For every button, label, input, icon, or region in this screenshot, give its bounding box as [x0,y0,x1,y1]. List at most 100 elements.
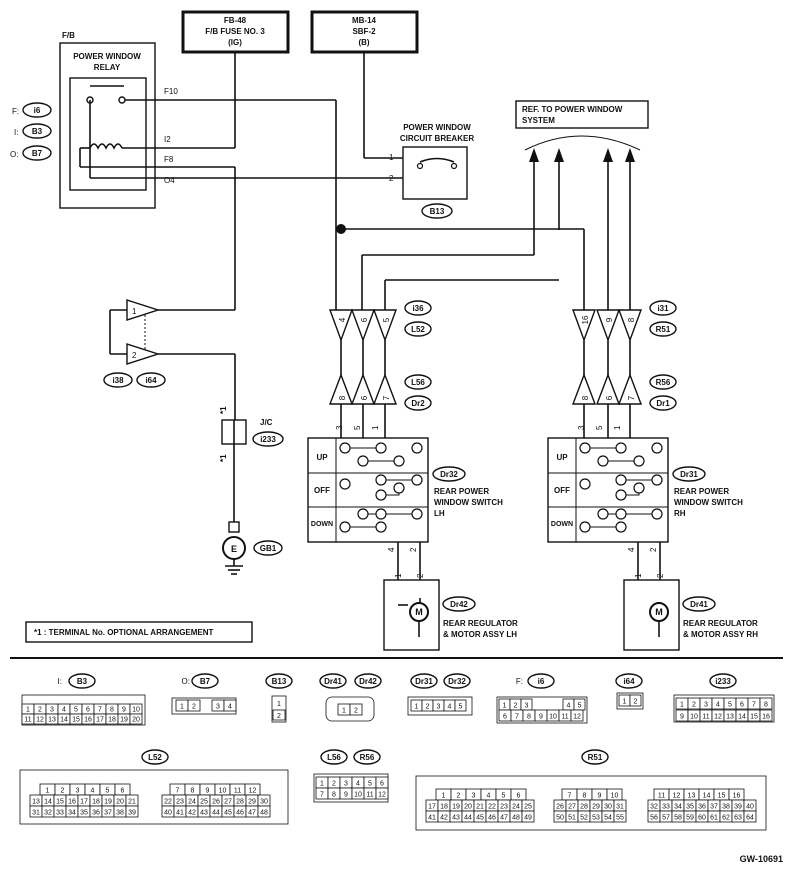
cv-r51-b3-cell [613,810,627,823]
cv-r51-c2-pin-label: 32 [650,804,658,811]
cv-i6-row2-pin-label: 10 [549,714,557,721]
lh-switch-bottom-pin-1: 4 [387,547,396,552]
cv-r51-c3-pin-label: 57 [662,815,670,822]
rh-motor-title-line1: REAR REGULATOR [683,619,758,628]
cv-r51-b3-pin-label: 54 [604,815,612,822]
cv-l56-row2-pin-label: 8 [332,792,336,799]
joint-code-i38: i38 [112,376,124,385]
cv-dr32-code: Dr32 [448,677,466,686]
cv-l52-b2-pin-label: 28 [236,799,244,806]
cv-r51-a2-pin-label: 19 [452,804,460,811]
cv-l56-row2-pin-label: 12 [378,792,386,799]
cv-l56-row1-pin-label: 4 [356,781,360,788]
rh-window-switch: UP OFF DOWN Dr31 REAR POWER WINDOW SWITC… [547,437,743,543]
cv-b13-pin-1: 1 [277,701,281,708]
rh-upper-pin-1: 16 [581,315,590,324]
lh-switch-row-up: UP [316,453,328,462]
rh-switch-row-up: UP [556,453,568,462]
lh-motor-assy: 1 2 M Dr42 REAR REGULATOR & MOTOR ASSY L… [383,573,518,651]
cv-l52-b1-pin-label: 12 [249,788,257,795]
cv-i6-prefix: F: [516,677,523,686]
cv-r51-c1-pin-label: 13 [688,793,696,800]
cv-l56-row1-pin-label: 5 [368,781,372,788]
relay-pin-o4: O4 [164,176,175,185]
lh-lower-pin-3: 7 [382,395,391,400]
lh-switch-row-off: OFF [314,486,330,495]
cv-r51-c3-pin-label: 58 [674,815,682,822]
relay-pin-f10: F10 [164,87,178,96]
cv-r51-c2-pin-label: 36 [698,804,706,811]
cv-l52-b3-pin-label: 42 [188,810,196,817]
cv-l52-b1-pin-label: 7 [176,788,180,795]
cv-dr31-32-pin-label: 3 [437,704,441,711]
cv-i233-row2-pin-label: 15 [750,714,758,721]
cv-l52-badge [141,749,169,765]
cv-i6-row2-pin-label: 11 [561,714,568,721]
cv-b7-left-pin-label: 2 [192,704,196,711]
cv-dr31-32-pin-label: 2 [426,704,430,711]
cv-b3-row1-pin-label: 8 [110,707,114,714]
relay-title-line1: POWER WINDOW [73,52,141,61]
cv-r51-a2-pin-label: 24 [512,804,520,811]
rh-lower-pin-2: 6 [605,395,614,400]
cv-b3-row2-pin-label: 14 [60,717,68,724]
jc-note-mark-top: *1 [219,406,228,414]
cv-l52-b2-pin-label: 23 [176,799,184,806]
fuse-fb48-line1: FB-48 [224,16,247,25]
cv-r51-a2-pin-label: 17 [428,804,436,811]
cv-r51-c1-pin-label: 12 [673,793,681,800]
cv-l52-a2-pin-label: 17 [80,799,88,806]
rh-switch-bottom-pin-1: 4 [627,547,636,552]
cv-l56-row2-pin-label: 9 [344,792,348,799]
breaker-title-line1: POWER WINDOW [403,123,471,132]
cv-i64-badge [615,673,643,689]
cv-r51-c2-pin-label: 37 [710,804,718,811]
cv-i6-row2-pin-label: 8 [527,714,531,721]
jc-code: i233 [260,435,276,444]
cv-i233-row1-pin-label: 7 [752,702,756,709]
cv-l52-b1-pin-label: 8 [191,788,195,795]
cv-i6-row1a-pin-label: 1 [503,703,507,710]
cv-l52-a2-pin-label: 14 [44,799,52,806]
cv-r51-c1-pin-label: 11 [658,793,665,800]
cv-r51-c1-pin-label: 14 [703,793,711,800]
cv-r51-c1-pin-label: 15 [718,793,726,800]
fuse-mb14-line1: MB-14 [352,16,377,25]
cv-r51-b2-pin-label: 31 [616,804,624,811]
ground-gb1: E GB1 [222,521,283,575]
cv-l56-badge [320,749,348,765]
cv-dr31-badge [410,673,438,689]
cv-i6-row2-pin-label: 7 [515,714,519,721]
cv-b13-code: B13 [272,677,287,686]
fuse-mb14-line3: (B) [358,38,369,47]
rh-motor-pin-1: 1 [634,573,643,578]
terminal-note: *1 : TERMINAL No. OPTIONAL ARRANGEMENT [25,621,253,643]
cv-b3-row1-pin-label: 2 [38,707,42,714]
cv-l52-a2-pin-label: 13 [32,799,40,806]
cv-l52-b3-pin-label: 41 [176,810,184,817]
cv-l56-code: L56 [327,753,341,762]
cv-b3-row2-pin-label: 15 [72,717,80,724]
cv-l52-b3-pin-label: 44 [212,810,220,817]
cv-r51-c2-pin-label: 33 [662,804,670,811]
joint-connector: 1 2 i38 i64 [103,299,235,388]
cv-i6-row1b-pin-label: 5 [578,703,582,710]
cv-l52-b3-pin-label: 47 [248,810,256,817]
relay-connector-i6: i6 [34,106,41,115]
cv-dr41-42-cell [349,703,363,716]
cv-dr41-code: Dr41 [324,677,342,686]
cv-b7-left-cell [187,699,201,712]
cv-dr31-32-pin-label: 4 [448,704,452,711]
lh-switch-top-pin-3: 1 [371,425,380,430]
cv-i233-row1-pin-label: 1 [680,702,684,709]
breaker-pin-2: 2 [389,174,394,183]
ref-line1: REF. TO POWER WINDOW [522,105,623,114]
cv-l52-b1-pin-label: 9 [206,788,210,795]
cv-r51-a2-pin-label: 21 [476,804,484,811]
cv-l52-b1-pin-label: 11 [234,788,241,795]
cv-r51-a3-pin-label: 43 [452,815,460,822]
cv-l52-a3-pin-label: 32 [44,810,52,817]
cv-r56-code: R56 [360,753,375,762]
rh-upper-code-1: i31 [657,304,669,313]
